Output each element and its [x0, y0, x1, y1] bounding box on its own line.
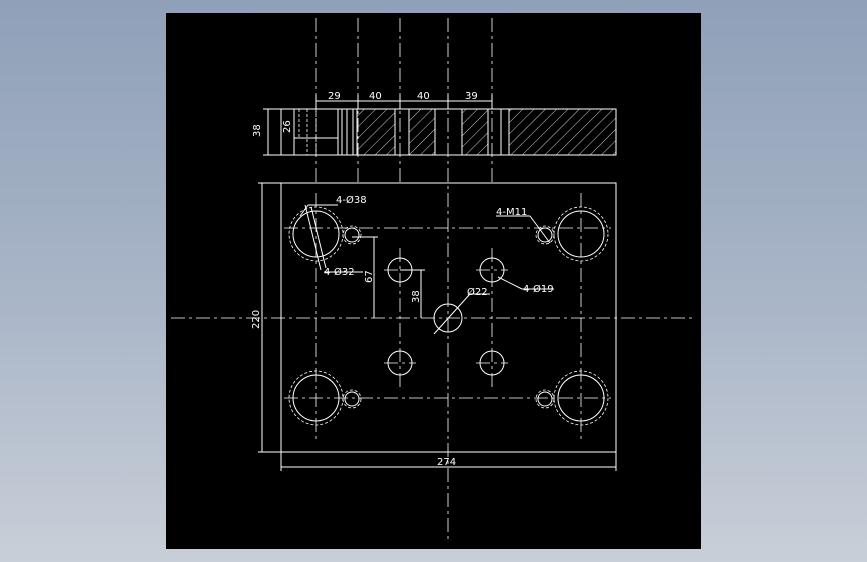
sprue-hole	[433, 303, 463, 333]
dim-220: 220	[251, 310, 262, 329]
guide-hole-tr	[557, 210, 605, 258]
dim-counterbore: 26	[282, 120, 293, 133]
ejector-holes	[384, 257, 508, 376]
dim-section-height: 38	[252, 124, 263, 137]
guide-holes	[288, 206, 609, 426]
callout-dia22: Ø22	[467, 286, 488, 298]
callout-4-dia19: 4-Ø19	[523, 283, 554, 295]
callout-4-dia32: 4-Ø32	[324, 266, 355, 278]
plan-view	[171, 182, 696, 453]
tapped-holes	[342, 225, 555, 409]
section-dims: 29 40 40 39 38 26	[252, 91, 493, 156]
guide-hole-br	[557, 374, 605, 422]
dim-40-a: 40	[369, 91, 382, 102]
section-view	[280, 108, 617, 156]
dim-29: 29	[328, 91, 341, 102]
callouts: 4-Ø38 4-Ø32 4-M11 4-Ø19 Ø22	[324, 194, 554, 298]
mold-plate-drawing: 29 40 40 39 38 26	[171, 18, 696, 543]
dim-39: 39	[465, 91, 478, 102]
callout-4-dia38: 4-Ø38	[336, 194, 367, 206]
guide-hole-tl	[292, 210, 340, 258]
dim-38: 38	[411, 290, 422, 303]
dim-274: 274	[437, 457, 456, 468]
guide-hole-bl	[292, 374, 340, 422]
dim-40-b: 40	[417, 91, 430, 102]
dim-67: 67	[364, 270, 375, 283]
plan-dims: 220 274 67 38	[251, 182, 617, 471]
callout-4-m11: 4-M11	[496, 207, 527, 218]
cad-viewport[interactable]: 29 40 40 39 38 26	[166, 13, 701, 549]
